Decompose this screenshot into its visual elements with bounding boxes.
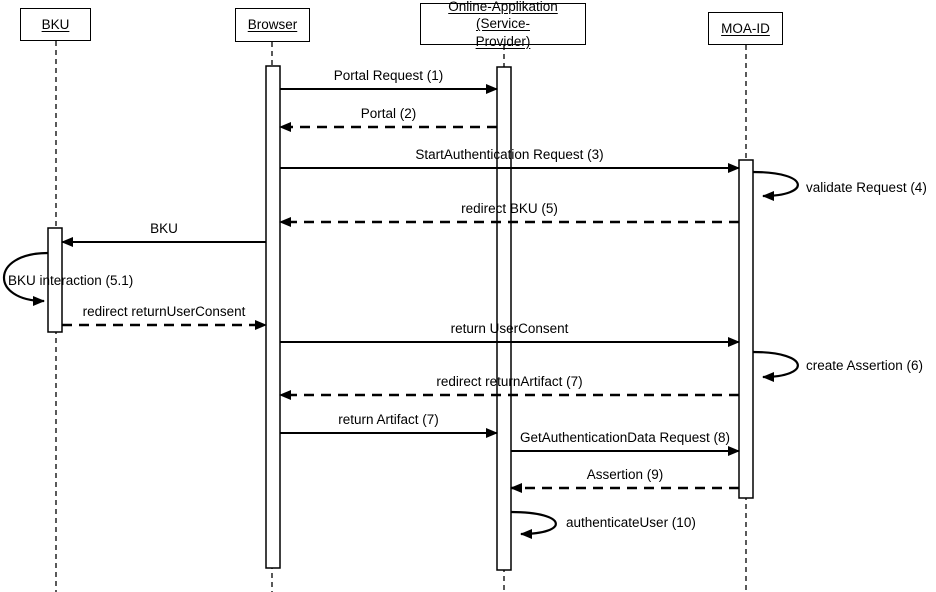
message-label: return UserConsent [450,321,569,336]
message-label: redirect returnUserConsent [82,304,246,319]
self-message-arrow [3,251,49,306]
message-label: return Artifact (7) [338,412,439,427]
actor-box-online_app: Online-Applikation (Service- Provider) [420,0,586,49]
actor-label: BKU [41,16,70,32]
activation-bar-moa_id [738,159,754,499]
message-label: StartAuthentication Request (3) [415,147,604,162]
self-message-arrow [752,350,799,382]
actor-label: MOA-ID [721,20,770,36]
message-label: authenticateUser (10) [566,515,696,530]
activation-bar-browser [265,65,281,569]
message-label: Portal (2) [360,106,417,121]
message-label: Portal Request (1) [333,68,444,83]
message-label: Assertion (9) [586,467,664,482]
message-label: validate Request (4) [806,180,927,195]
activation-bar-online_app [496,66,512,571]
message-label: redirect returnArtifact (7) [436,374,583,389]
actor-label: Online-Applikation (Service- Provider) [448,0,558,49]
actor-label: Browser [247,17,298,33]
self-message-arrow [510,510,557,539]
actor-box-bku: BKU [20,8,91,41]
self-message-arrow [752,170,799,201]
activation-bar-bku [47,227,63,333]
message-label: BKU [150,221,178,236]
message-label: redirect BKU (5) [461,201,558,216]
message-label: GetAuthenticationData Request (8) [519,430,731,445]
actor-box-moa_id: MOA-ID [708,12,783,45]
actor-box-browser: Browser [235,8,310,42]
message-label: BKU interaction (5.1) [8,273,134,288]
message-label: create Assertion (6) [806,358,924,373]
